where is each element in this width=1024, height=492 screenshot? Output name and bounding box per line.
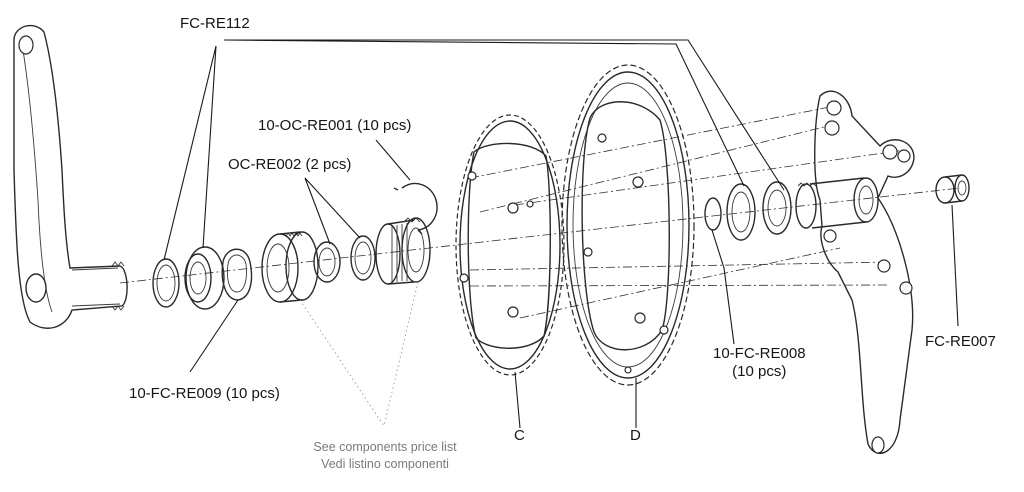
circlip [393,182,438,235]
label-oc-re002: OC-RE002 (2 pcs) [228,156,352,173]
chainring-c [455,114,565,376]
leader-lines [163,39,959,429]
chainring-d [561,64,695,386]
label-10-fc-re008-qty: (10 pcs) [732,363,787,380]
label-chainring-c: C [514,427,525,444]
label-10-fc-re008: 10-FC-RE008 (10 pcs) [713,345,806,381]
components-note: See components price list Vedi listino c… [310,439,460,473]
label-10-fc-re008-code: 10-FC-RE008 [713,345,806,362]
right-bearing-stack [704,181,792,241]
crank-bolt [935,174,970,204]
label-fc-re112: FC-RE112 [180,15,250,32]
components-note-it: Vedi listino componenti [321,457,449,471]
right-crank-arm [795,90,915,455]
label-10-oc-re001: 10-OC-RE001 (10 pcs) [258,117,412,134]
label-10-fc-re009: 10-FC-RE009 (10 pcs) [129,385,280,402]
right-threaded-cup [375,217,431,285]
label-chainring-d: D [630,427,641,444]
left-bearing-stack [152,246,253,310]
components-note-en: See components price list [313,440,457,454]
left-crank-arm [13,24,128,329]
label-fc-re007: FC-RE007 [925,333,996,350]
left-threaded-cup [261,231,376,303]
